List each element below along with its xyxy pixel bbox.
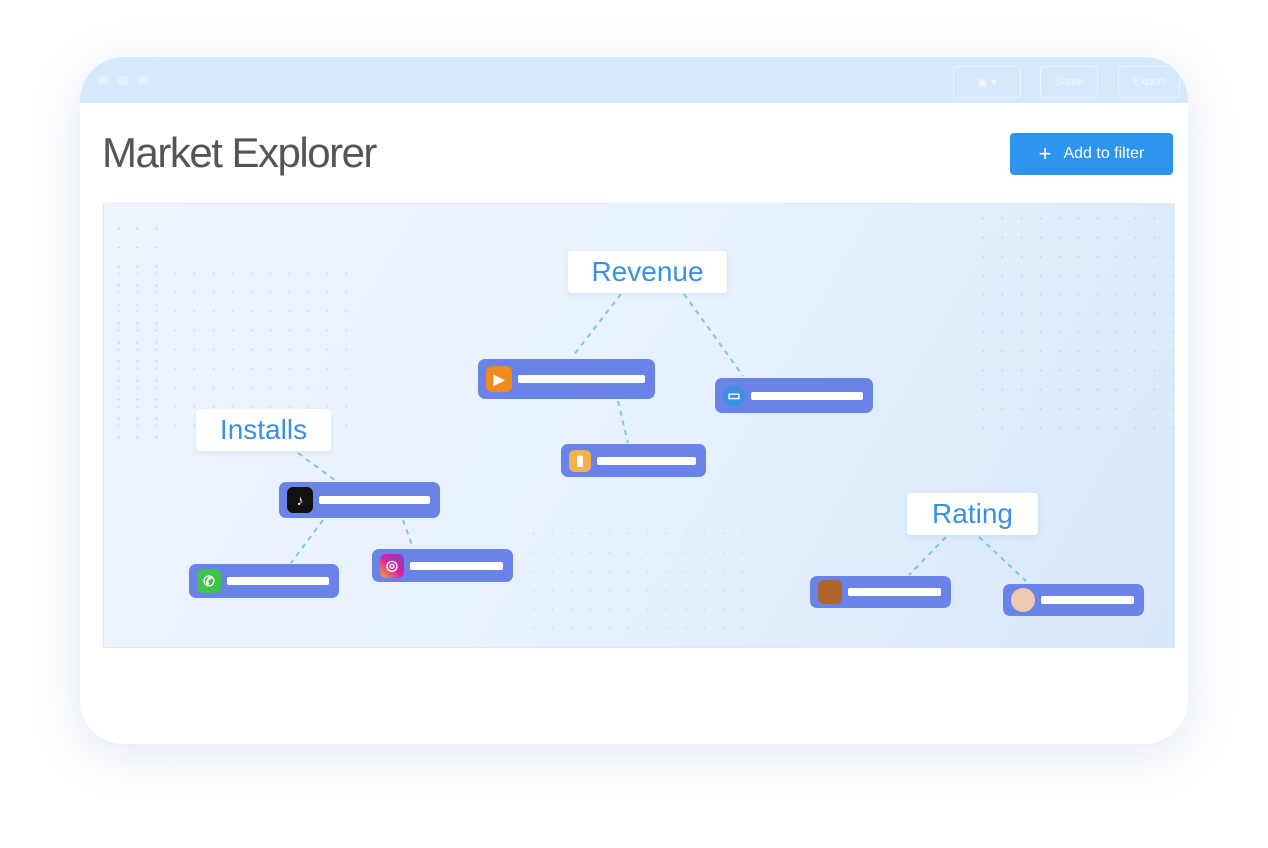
connector (683, 293, 744, 377)
dot-pattern (974, 209, 1174, 439)
app-node-yellow-cup[interactable]: ▮ (561, 444, 706, 477)
window-control-maximize[interactable] (138, 76, 149, 85)
app-name-placeholder (518, 375, 645, 383)
card-app-icon: ▭ (723, 384, 745, 407)
game-character-app-icon (818, 580, 842, 604)
app-name-placeholder (227, 577, 329, 585)
page-title: Market Explorer (102, 129, 377, 176)
app-name-placeholder (410, 561, 503, 570)
video-cup-app-icon: ▶ (486, 366, 512, 392)
app-window: ▣ ▾ Share Export Market Explorer +Add to… (80, 57, 1188, 744)
add-to-filter-button[interactable]: +Add to filter (1010, 133, 1173, 175)
app-node-whatsapp[interactable]: ✆ (189, 564, 339, 598)
app-node-tiktok[interactable]: ♪ (279, 482, 440, 518)
connector (978, 536, 1027, 582)
app-node-game-character[interactable] (810, 576, 951, 608)
app-node-blue-card[interactable]: ▭ (715, 378, 873, 413)
dot-pattern (524, 524, 754, 644)
connector (297, 452, 337, 482)
share-button[interactable]: Share (1040, 66, 1098, 98)
window-toolbar: ▣ ▾ Share Export (80, 57, 1188, 103)
app-name-placeholder (597, 456, 696, 465)
instagram-icon: ◎ (380, 553, 404, 578)
whatsapp-icon: ✆ (197, 569, 221, 593)
category-label-rating[interactable]: Rating (907, 493, 1038, 535)
app-name-placeholder (319, 496, 430, 504)
app-name-placeholder (751, 391, 863, 400)
connector (617, 400, 629, 444)
doll-app-icon (1011, 588, 1035, 612)
connector (572, 293, 622, 357)
connector (290, 519, 324, 564)
plus-icon: + (1038, 141, 1052, 166)
app-node-orange-video[interactable]: ▶ (478, 359, 655, 399)
window-control-minimize[interactable] (118, 76, 129, 85)
category-label-revenue[interactable]: Revenue (568, 251, 727, 293)
connector (402, 519, 414, 549)
app-node-doll[interactable] (1003, 584, 1144, 616)
floppy-disk-icon: ▣ ▾ (977, 76, 997, 89)
save-dropdown-button[interactable]: ▣ ▾ (953, 66, 1021, 98)
connector (908, 536, 947, 576)
cup-app-icon: ▮ (569, 449, 591, 472)
category-label-installs[interactable]: Installs (196, 409, 331, 451)
window-control-close[interactable] (98, 76, 109, 85)
market-map-canvas: Revenue Installs Rating ▶ ▭ ▮ ♪ ✆ ◎ (103, 203, 1175, 648)
export-button[interactable]: Export (1118, 66, 1180, 98)
app-name-placeholder (1041, 596, 1134, 604)
app-name-placeholder (848, 588, 941, 596)
connector-lines (290, 293, 1027, 582)
tiktok-icon: ♪ (287, 487, 313, 513)
app-node-instagram[interactable]: ◎ (372, 549, 513, 582)
